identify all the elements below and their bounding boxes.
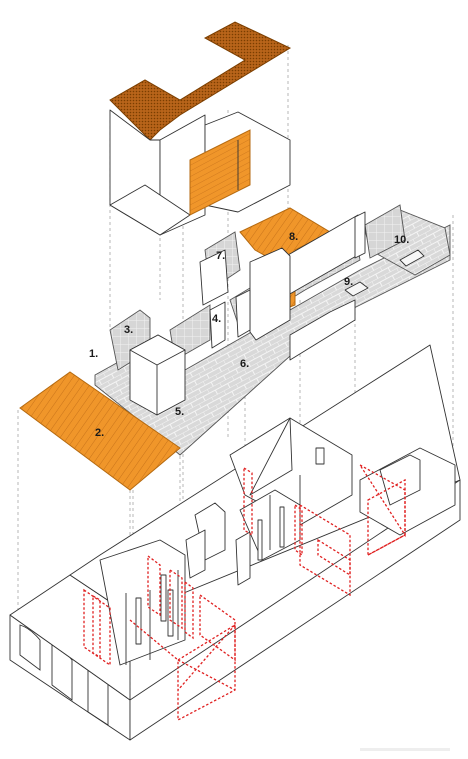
wood-deck-2 xyxy=(19,371,181,491)
base-structure xyxy=(9,344,461,741)
label-9: 9. xyxy=(344,276,353,288)
roof-layer xyxy=(109,21,292,141)
upper-walls xyxy=(109,109,291,236)
label-1: 1. xyxy=(89,348,98,360)
finishes-layer xyxy=(19,204,451,491)
label-7: 7. xyxy=(216,250,225,262)
label-3: 3. xyxy=(124,324,133,336)
label-4: 4. xyxy=(212,313,221,325)
label-2: 2. xyxy=(95,427,104,439)
wood-panel-upper xyxy=(189,129,251,216)
label-10: 10. xyxy=(394,234,409,246)
roof-slab xyxy=(109,21,292,141)
footer-mark xyxy=(360,748,450,751)
number-labels: 1. 2. 3. 4. 5. 6. 7. 8. 9. 10. xyxy=(89,231,409,439)
label-5: 5. xyxy=(175,406,184,418)
red-structure-frames xyxy=(83,464,406,722)
label-6: 6. xyxy=(240,358,249,370)
label-8: 8. xyxy=(289,231,298,243)
